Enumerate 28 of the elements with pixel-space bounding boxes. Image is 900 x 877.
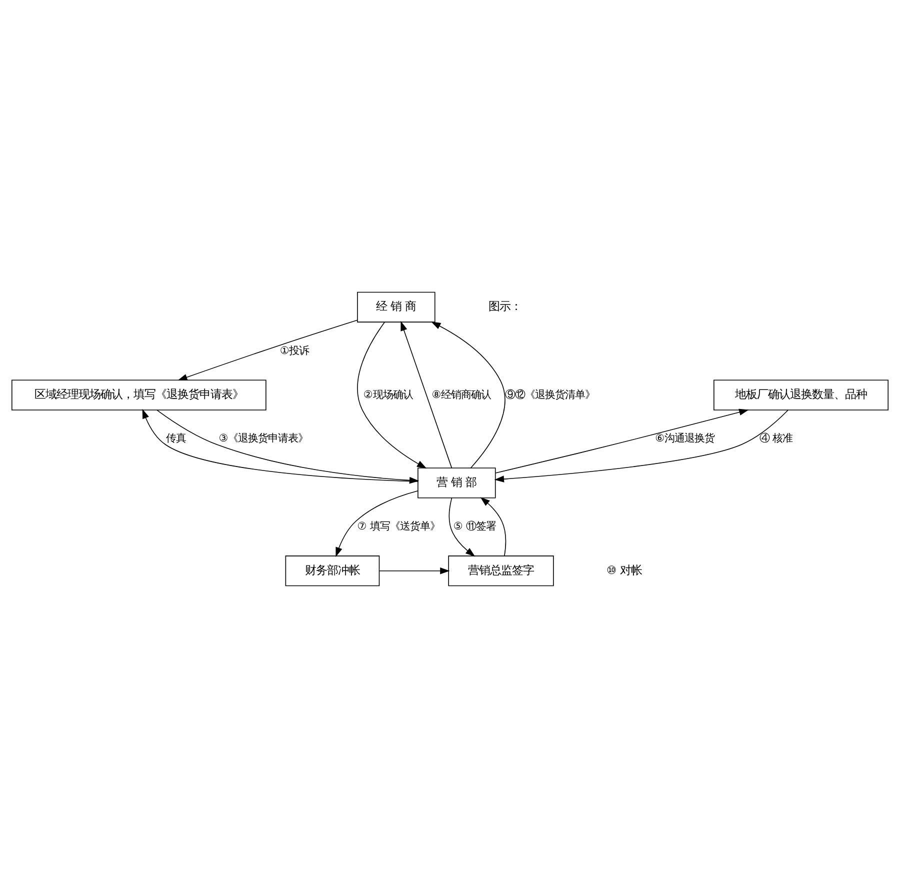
node-box: 区域经理现场确认，填写《退换货申请表》: [12, 379, 266, 410]
arrow: [357, 321, 427, 468]
arrow: [400, 320, 452, 468]
edge-label: ⑤ ⑪签署: [453, 520, 496, 532]
edge-label: 传真: [166, 432, 186, 444]
node-box: 地板厂确认退换数量、品种: [714, 379, 888, 410]
arrow: [336, 490, 418, 557]
edge-label: ⑥沟通退换货: [655, 432, 715, 444]
arrow: [178, 319, 358, 380]
label: 图示：: [488, 300, 522, 313]
node-box: 经 销 商: [357, 291, 436, 322]
arrow: [431, 321, 506, 468]
arrow: [379, 566, 450, 574]
arrow: [494, 409, 788, 482]
edge-label: ⑧经销商确认: [432, 388, 492, 400]
edge-label: ⑦ 填写《送货单》: [357, 520, 440, 532]
arrow: [448, 497, 476, 556]
node-box: 营 销 部: [418, 467, 496, 498]
edge-label: ③《退换货申请表》: [218, 432, 308, 444]
node-box: 营销总监签字: [448, 555, 554, 586]
node-box: 财务部冲帐: [285, 555, 380, 586]
edge-label: ①投诉: [280, 344, 310, 356]
edge-label: ②现场确认: [363, 388, 413, 400]
arrow: [495, 408, 749, 473]
label: ⑩ 对帐: [606, 563, 642, 576]
edge-label: ④ 核准: [760, 433, 792, 444]
arrow: [480, 496, 506, 556]
edge-label: ⑨⑫《退换货清单》: [505, 389, 596, 400]
